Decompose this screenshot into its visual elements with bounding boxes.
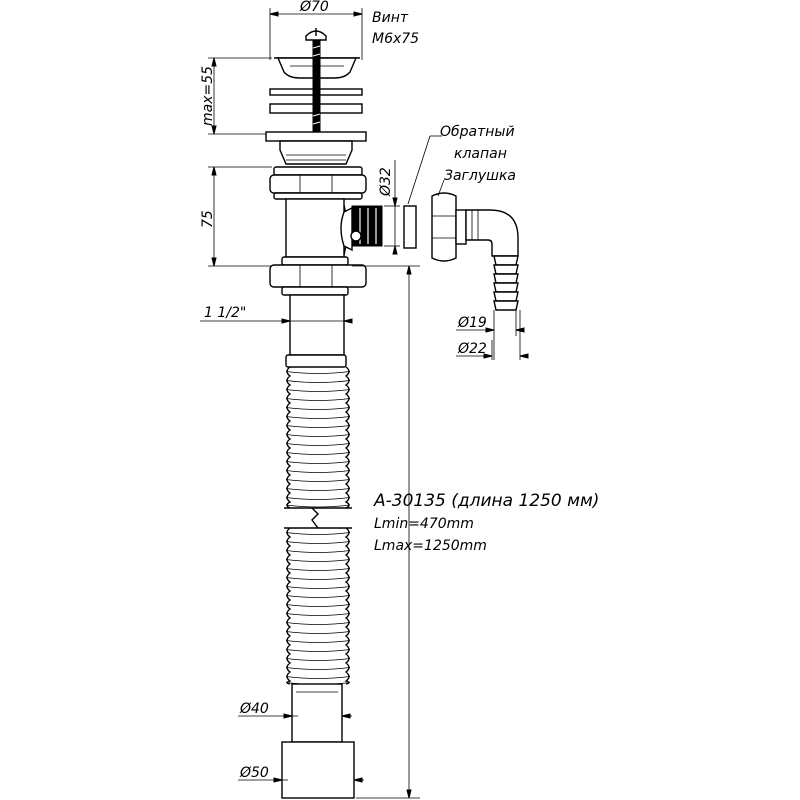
- label-leaders: [407, 135, 445, 205]
- hose-rib: [285, 586, 351, 589]
- hose-wall: [344, 366, 350, 509]
- label-d40: Ø40: [239, 701, 269, 717]
- hose-rib: [285, 640, 351, 643]
- label-d19: Ø19: [457, 315, 487, 331]
- elbow-connector: [465, 209, 519, 257]
- upper-union-nut: [269, 166, 367, 200]
- hose-rib: [285, 568, 351, 571]
- hose-rib: [285, 658, 351, 661]
- label-lmax: Lmax=1250mm: [374, 538, 487, 554]
- barb-ring: [493, 282, 519, 293]
- label-check-valve-2: клапан: [454, 146, 507, 162]
- plug-cap: [431, 192, 467, 262]
- hose-rib: [285, 595, 351, 598]
- barb-ring: [493, 264, 519, 275]
- hose-rib: [285, 667, 351, 670]
- max55-dimension: [208, 57, 272, 135]
- hose-rib: [285, 452, 351, 455]
- hose-rib: [285, 398, 351, 401]
- label-d32: Ø32: [378, 167, 394, 197]
- thread-dimension: [200, 318, 353, 324]
- hose-rib: [285, 479, 351, 482]
- d22-dimension: [456, 310, 529, 360]
- hose-rib: [285, 488, 351, 491]
- hose-rib: [285, 407, 351, 410]
- hose-rib: [285, 470, 351, 473]
- barb-ring: [493, 273, 519, 284]
- drain-outlet: [265, 131, 367, 165]
- hose-cuff-d40: [291, 683, 343, 743]
- hose-break-mark: [284, 507, 352, 529]
- side-outlet-fitting: [340, 205, 383, 252]
- hose-rib: [285, 371, 351, 374]
- label-screw-title: Винт: [372, 10, 409, 26]
- hose-wall: [344, 527, 350, 685]
- hose-rib: [285, 434, 351, 437]
- label-d50: Ø50: [239, 765, 269, 781]
- check-valve-disc: [403, 205, 417, 249]
- hose-rib: [285, 380, 351, 383]
- barb-ring: [493, 291, 519, 302]
- hose-rib: [285, 631, 351, 634]
- hose-rib: [285, 649, 351, 652]
- label-screw-size: M6x75: [372, 31, 419, 47]
- hose-rib: [285, 676, 351, 679]
- hose-rib: [285, 550, 351, 553]
- label-check-valve-1: Обратный: [440, 124, 515, 140]
- corrugated-hose-lower: [285, 527, 351, 685]
- barb-ring: [493, 300, 519, 311]
- hose-rib: [285, 577, 351, 580]
- hose-rib: [285, 559, 351, 562]
- label-thread: 1 1/2": [204, 305, 246, 321]
- siphon-body: [285, 198, 348, 258]
- label-model: A-30135 (длина 1250 мм): [373, 491, 599, 511]
- lower-union-nut: [269, 256, 367, 296]
- hose-rib: [285, 604, 351, 607]
- threaded-pipe: [285, 294, 347, 368]
- corrugated-hose-upper: [285, 366, 351, 509]
- hose-rib: [285, 461, 351, 464]
- label-max55: max=55: [200, 66, 216, 126]
- hose-rib: [285, 541, 351, 544]
- screw-rod: [312, 39, 321, 133]
- label-d70: Ø70: [299, 0, 329, 15]
- label-plug: Заглушка: [444, 168, 516, 184]
- gasket-plates: [269, 88, 363, 114]
- hose-rib: [285, 425, 351, 428]
- barb-ring: [493, 255, 519, 266]
- hose-rib: [285, 497, 351, 500]
- d50-dimension: [238, 777, 364, 783]
- hose-wall: [286, 527, 292, 685]
- d40-dimension: [238, 713, 352, 719]
- hose-rib: [285, 622, 351, 625]
- hose-cuff-d50: [281, 741, 355, 799]
- label-d22: Ø22: [457, 341, 487, 357]
- hose-rib: [285, 504, 351, 508]
- hose-rib: [285, 416, 351, 419]
- hose-rib: [285, 613, 351, 616]
- overall-length-dimension: [352, 265, 420, 799]
- d32-dimension: [384, 160, 400, 255]
- label-lmin: Lmin=470mm: [374, 516, 474, 532]
- hose-rib: [285, 532, 351, 535]
- hose-rib: [285, 389, 351, 392]
- h75-dimension: [208, 166, 272, 267]
- hose-rib: [285, 443, 351, 446]
- hose-wall: [286, 366, 292, 509]
- hose-barb: [493, 255, 519, 311]
- label-h75: 75: [200, 210, 216, 228]
